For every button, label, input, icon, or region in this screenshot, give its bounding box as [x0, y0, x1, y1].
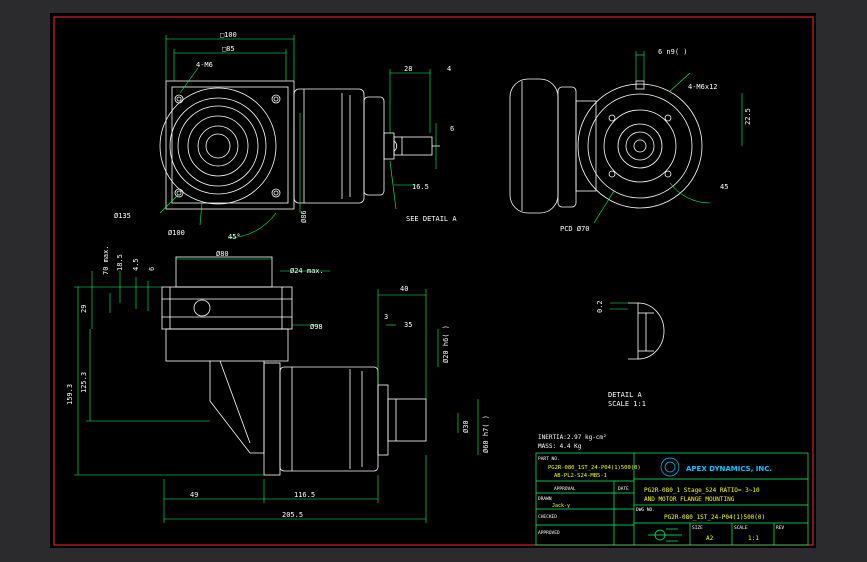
dim-16-5: 16.5: [412, 183, 429, 191]
dim-d60-h7: Ø60 h7( ): [482, 415, 490, 453]
drawing-sheet: □100 □85 4-M6 Ø135 Ø100 45° Ø86 28 4 6 1…: [50, 13, 816, 548]
tb-title-1: PG2R-080_1 Stage_S24 RATIO= 3~10: [644, 487, 760, 494]
tb-dwg-no-value: PG2R-080_1ST_24-P04(1)500(0): [664, 514, 765, 521]
dim-0-2: 0.2: [596, 300, 604, 313]
dim-end-angle-45: 45: [720, 183, 728, 191]
tb-scale-label: SCALE: [734, 525, 748, 531]
dim-125-3: 125.3: [80, 372, 88, 393]
note-mass: MASS: 4.4 Kg: [538, 443, 582, 450]
tb-size-label: SIZE: [692, 525, 703, 531]
dim-d100: Ø100: [168, 229, 185, 237]
dim-116-5: 116.5: [294, 491, 315, 499]
detail-a-view: [628, 302, 665, 360]
end-view-dimensions: [593, 51, 743, 224]
dim-49: 49: [190, 491, 198, 499]
dim-holes-m6x12: 4-M6x12: [688, 83, 718, 91]
dim-3: 3: [384, 313, 388, 321]
dim-d80: Ø80: [216, 250, 229, 258]
dim-d20-h6: Ø20 h6( ): [442, 325, 450, 363]
tb-part-no-label: PART NO.: [538, 456, 560, 462]
tb-approved-label: APPROVED: [538, 530, 560, 536]
tb-checked-label: CHECKED: [538, 514, 557, 520]
dim-22-5: 22.5: [744, 108, 752, 125]
dim-angle-45: 45°: [228, 233, 241, 241]
dim-d98: Ø98: [310, 323, 323, 331]
front-view-dimensions: [74, 258, 479, 523]
dim-d30: Ø30: [462, 420, 470, 433]
tb-scale-value: 1:1: [748, 535, 759, 542]
dim-d135: Ø135: [114, 212, 131, 220]
tb-dwg-no-label: DWG NO.: [636, 507, 655, 513]
tb-drawn-label: DRAWN: [538, 496, 552, 502]
dim-28: 28: [404, 65, 412, 73]
dim-pcd-70: PCD Ø70: [560, 225, 590, 233]
dim-70-max: 70 max.: [102, 245, 110, 275]
tb-title-2: AND MOTOR FLANGE MOUNTING: [644, 496, 735, 503]
tb-part-no-2: AB-PL2-S24-MB5-1: [554, 473, 607, 479]
dim-6-front: 6: [148, 267, 156, 271]
dim-18-5: 18.5: [116, 254, 124, 271]
tb-part-no-1: PG2R-080_1ST_24-P04(1)500(0): [548, 465, 641, 471]
label-detail-a: DETAIL A: [608, 391, 643, 399]
dim-square-100: □100: [220, 31, 237, 39]
note-inertia: INERTIA:2.97 kg-cm²: [538, 434, 607, 441]
drawing-canvas: □100 □85 4-M6 Ø135 Ø100 45° Ø86 28 4 6 1…: [53, 16, 814, 546]
dim-holes-m6: 4-M6: [196, 61, 213, 69]
dim-205-5: 205.5: [282, 511, 303, 519]
tb-approval-label: APPROVAL: [554, 486, 576, 492]
end-view: [509, 78, 703, 214]
tb-size-value: A2: [706, 535, 714, 542]
label-see-detail-a: SEE DETAIL A: [406, 215, 457, 223]
label-detail-scale: SCALE 1:1: [608, 400, 646, 408]
dim-d24-max: Ø24 max.: [290, 267, 324, 275]
tb-date-label: DATE: [618, 486, 629, 492]
front-view: [161, 256, 427, 476]
detail-a-dimensions: [610, 302, 628, 310]
dim-d86: Ø86: [300, 210, 308, 223]
dim-6: 6: [450, 125, 454, 133]
dim-29: 29: [80, 305, 88, 313]
drawing-border: [53, 16, 814, 546]
title-block: [535, 452, 809, 546]
dim-35: 35: [404, 321, 412, 329]
dim-square-85: □85: [222, 45, 235, 53]
top-view-dimensions: [159, 35, 437, 239]
top-view: [159, 80, 440, 210]
dim-40: 40: [400, 285, 408, 293]
dim-159-3: 159.3: [66, 384, 74, 405]
tb-company-logo: APEX DYNAMICS, INC.: [686, 465, 772, 473]
dim-4: 4: [447, 65, 451, 73]
dim-4-5: 4.5: [132, 258, 140, 271]
dim-6-n9: 6 n9( ): [658, 48, 688, 56]
tb-drawn-value: Jack-y: [552, 503, 570, 509]
tb-rev-label: REV: [776, 525, 784, 531]
